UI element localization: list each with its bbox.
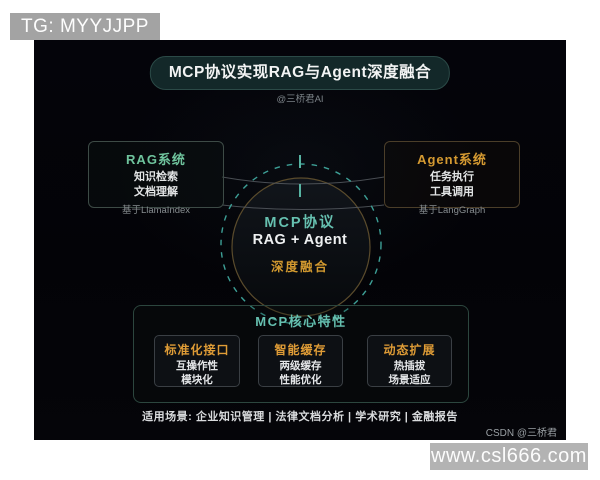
diagram-canvas: MCP协议实现RAG与Agent深度融合 @三桥君AI RAG系统 知识检索 文… [34, 40, 566, 440]
deep-fusion-label: 深度融合 [270, 260, 329, 274]
mcp-core-features-title: MCP核心特性 [255, 314, 347, 329]
fusion-inner-circle [231, 177, 371, 317]
agent-item: 任务执行 [430, 171, 474, 183]
mcp-protocol-label: MCP协议 [264, 215, 336, 231]
connector-arc-bottom [221, 204, 385, 210]
feature-title: 智能缓存 [274, 343, 327, 357]
feature-item: 性能优化 [279, 374, 322, 386]
feature-card-smart-cache: 智能缓存 两级缓存 性能优化 [258, 335, 343, 387]
connector-graphics [220, 155, 385, 325]
diagram-title: MCP协议实现RAG与Agent深度融合 [168, 64, 432, 81]
agent-item: 工具调用 [430, 186, 474, 198]
telegram-badge: TG: MYYJJPP [10, 13, 160, 40]
feature-item: 互操作性 [176, 360, 218, 372]
diagram-title-box: MCP协议实现RAG与Agent深度融合 [149, 56, 451, 90]
csdn-credit-label: CSDN @三桥君 [485, 428, 557, 439]
feature-item: 模块化 [181, 374, 213, 386]
feature-item: 热插拔 [393, 360, 426, 372]
agent-system-box: Agent系统 任务执行 工具调用 基于LangGraph [384, 141, 520, 216]
mcp-core-features-box: MCP核心特性 标准化接口 互操作性 模块化 智能缓存 两级缓存 性能优化 动态… [133, 305, 469, 403]
feature-title: 标准化接口 [164, 343, 230, 357]
watermark-url-bar: www.csl666.com [430, 443, 588, 470]
agent-basis-label: 基于LangGraph [418, 205, 486, 216]
use-cases-label: 适用场景: 企业知识管理 | 法律文档分析 | 学术研究 | 金融报告 [142, 411, 458, 423]
feature-card-dynamic-expansion: 动态扩展 热插拔 场景适应 [367, 335, 452, 387]
rag-item: 知识检索 [134, 171, 178, 183]
feature-title: 动态扩展 [383, 343, 436, 357]
rag-item: 文档理解 [134, 186, 178, 198]
connector-arc-top [221, 176, 385, 185]
feature-item: 场景适应 [388, 374, 431, 386]
feature-card-standard-interface: 标准化接口 互操作性 模块化 [154, 335, 240, 387]
agent-system-title: Agent系统 [417, 152, 487, 167]
rag-system-title: RAG系统 [126, 152, 186, 167]
rag-system-box: RAG系统 知识检索 文档理解 基于LlamaIndex [88, 141, 224, 216]
feature-item: 两级缓存 [279, 360, 322, 372]
author-label: @三桥君AI [276, 94, 324, 105]
rag-agent-combo-label: RAG + Agent [252, 232, 348, 248]
rag-basis-label: 基于LlamaIndex [121, 205, 191, 216]
